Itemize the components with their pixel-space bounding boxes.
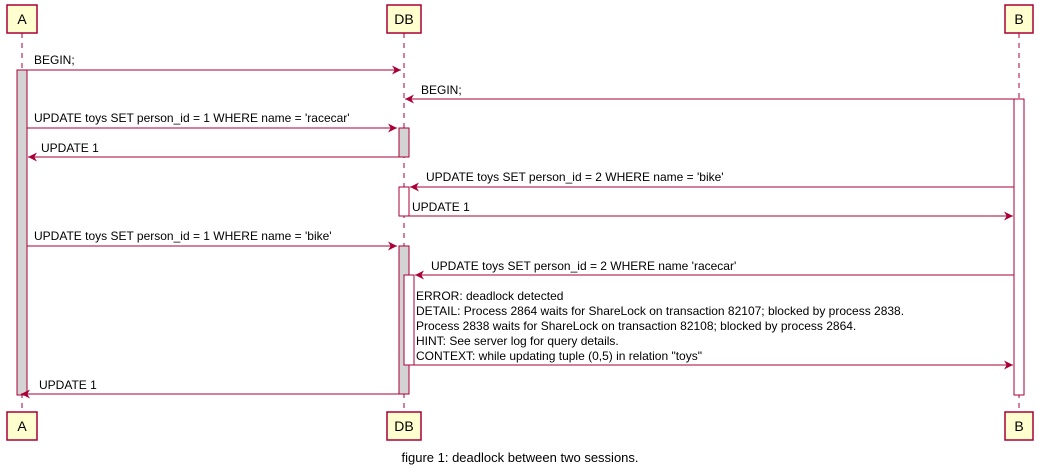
participant-a-top: A (6, 4, 38, 34)
error-line-4: HINT: See server log for query details. (416, 334, 619, 348)
message-label: UPDATE 1 (41, 141, 99, 155)
error-line-3: Process 2838 waits for ShareLock on tran… (416, 319, 856, 333)
participant-b-label: B (1014, 418, 1023, 434)
participant-db-label: DB (394, 11, 413, 27)
participant-db-top: DB (386, 4, 422, 34)
message-label: UPDATE toys SET person_id = 2 WHERE name… (426, 170, 724, 184)
message-6: UPDATE 1 (409, 200, 1013, 221)
participant-b-top: B (1004, 4, 1034, 34)
participant-a-label: A (17, 418, 27, 434)
activation-b (1013, 98, 1025, 396)
activation-db-2 (398, 186, 410, 217)
message-label: UPDATE toys SET person_id = 1 WHERE name… (34, 229, 332, 243)
error-line-2: DETAIL: Process 2864 waits for ShareLock… (416, 304, 904, 318)
participant-b-label: B (1014, 11, 1023, 27)
activation-bars (16, 69, 1025, 396)
message-label: BEGIN; (34, 53, 75, 67)
message-label: UPDATE toys SET person_id = 1 WHERE name… (34, 111, 350, 125)
participant-b-bottom: B (1004, 411, 1034, 441)
message-2: BEGIN; (405, 83, 1014, 104)
message-8: UPDATE toys SET person_id = 2 WHERE name… (415, 259, 1014, 280)
participant-a-bottom: A (6, 411, 38, 441)
message-5: UPDATE toys SET person_id = 2 WHERE name… (410, 170, 1014, 192)
participant-a-label: A (17, 11, 27, 27)
message-label: UPDATE 1 (39, 378, 97, 392)
activation-db-1 (398, 127, 410, 158)
message-label: UPDATE toys SET person_id = 2 WHERE name… (431, 259, 736, 273)
participant-db-bottom: DB (386, 411, 422, 441)
message-7: UPDATE toys SET person_id = 1 WHERE name… (27, 229, 397, 251)
message-3: UPDATE toys SET person_id = 1 WHERE name… (27, 111, 397, 133)
error-line-5: CONTEXT: while updating tuple (0,5) in r… (416, 349, 702, 363)
activation-a (16, 69, 28, 396)
message-1: BEGIN; (27, 53, 401, 75)
message-4: UPDATE 1 (28, 141, 399, 162)
message-9: ERROR: deadlock detected DETAIL: Process… (414, 289, 1013, 370)
error-line-1: ERROR: deadlock detected (416, 289, 563, 303)
participant-db-label: DB (394, 418, 413, 434)
message-10: UPDATE 1 (21, 378, 399, 399)
activation-db-4 (403, 274, 415, 366)
message-label: UPDATE 1 (412, 200, 470, 214)
figure-caption: figure 1: deadlock between two sessions. (401, 450, 638, 465)
message-label: BEGIN; (421, 83, 462, 97)
